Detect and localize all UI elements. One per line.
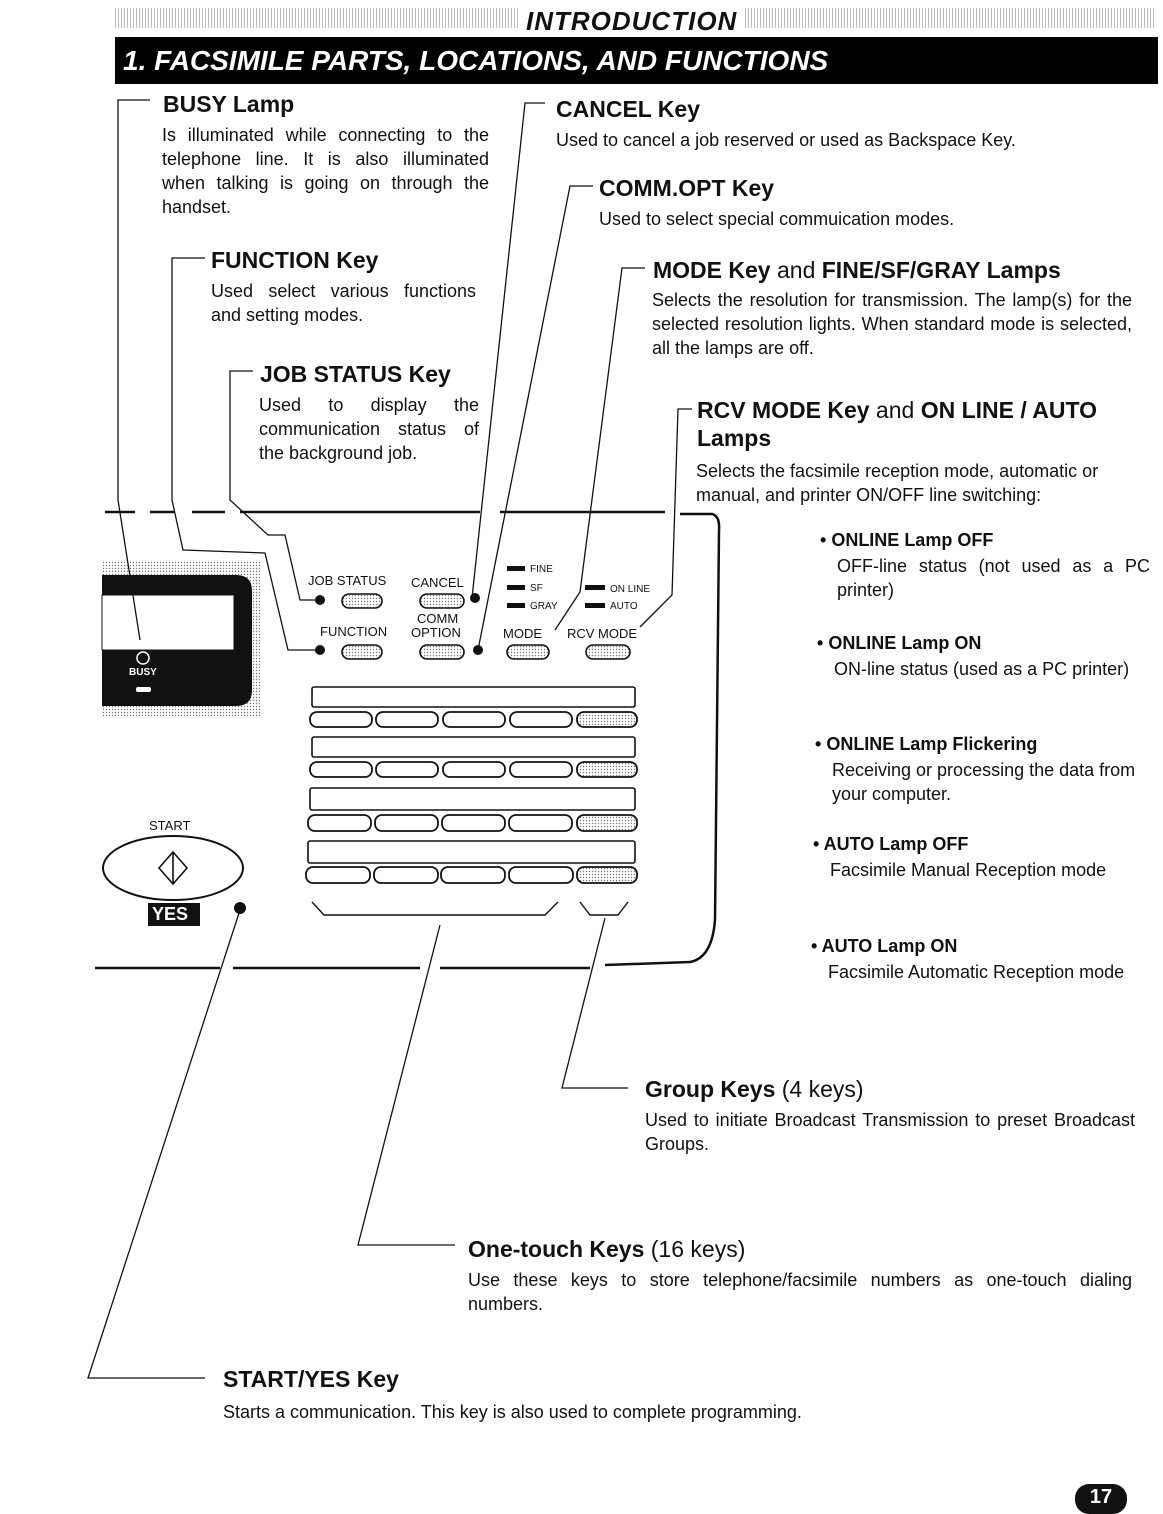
section-title: 1. FACSIMILE PARTS, LOCATIONS, AND FUNCT… xyxy=(115,37,1158,84)
bullet-desc: Receiving or processing the data from yo… xyxy=(832,760,1136,804)
online-auto-lamps-title: ON LINE / AUTO xyxy=(920,397,1098,423)
comm-opt-key-heading: COMM.OPT Key xyxy=(599,175,775,201)
page-number: 17 xyxy=(1075,1484,1127,1514)
panel-rcv-mode-label: RCV MODE xyxy=(567,626,638,641)
online-lamp-flickering-item: • ONLINE Lamp Flickering Receiving or pr… xyxy=(815,734,1150,806)
panel-job-status-label: JOB STATUS xyxy=(308,573,387,588)
panel-mode-label: MODE xyxy=(503,626,542,641)
lamp-auto-label: AUTO xyxy=(610,601,638,612)
rcv-mode-key-and: and xyxy=(869,397,921,423)
panel-comm-label: COMM xyxy=(417,611,459,626)
job-status-key-heading: JOB STATUS Key xyxy=(260,361,451,387)
bullet-title: • ONLINE Lamp OFF xyxy=(820,530,994,550)
function-key-desc: Used select various functions and settin… xyxy=(211,281,476,325)
bullet-desc: Facsimile Automatic Reception mode xyxy=(828,962,1125,982)
onetouch-keys-title: One-touch Keys xyxy=(468,1236,645,1262)
function-key-heading: FUNCTION Key xyxy=(211,247,379,273)
group-keys-title: Group Keys xyxy=(645,1076,776,1102)
start-yes-key-desc: Starts a communication. This key is also… xyxy=(223,1402,802,1422)
rcv-mode-lamps-word: Lamps xyxy=(697,425,772,451)
group-keys-count: (4 keys) xyxy=(775,1076,864,1102)
start-yes-key-heading: START/YES Key xyxy=(223,1366,399,1392)
yes-label: YES xyxy=(152,904,189,924)
bullet-title: • ONLINE Lamp ON xyxy=(817,633,982,653)
onetouch-keys-heading: One-touch Keys (16 keys) xyxy=(468,1236,745,1263)
bullet-title: • AUTO Lamp OFF xyxy=(813,834,969,854)
cancel-key-heading: CANCEL Key xyxy=(556,96,700,122)
rcv-mode-key-desc: Selects the facsimile reception mode, au… xyxy=(696,461,1099,505)
panel-function-label: FUNCTION xyxy=(320,624,388,639)
lamp-on-line-label: ON LINE xyxy=(610,584,651,595)
bullet-title: • ONLINE Lamp Flickering xyxy=(815,734,1038,754)
onetouch-keys-count: (16 keys) xyxy=(644,1236,746,1262)
bullet-desc: OFF-line status (not used as a PC printe… xyxy=(837,556,1150,600)
fine-sf-gray-lamps-title: FINE/SF/GRAY Lamps xyxy=(821,257,1061,283)
auto-lamp-on-item: • AUTO Lamp ON Facsimile Automatic Recep… xyxy=(811,936,1141,984)
lamp-gray-label: GRAY xyxy=(530,601,558,612)
bullet-desc: ON-line status (used as a PC printer) xyxy=(834,659,1130,679)
mode-key-and: and xyxy=(770,257,822,283)
rcv-mode-key-heading: RCV MODE Key and ON LINE / AUTO xyxy=(697,397,1097,424)
group-keys-desc: Used to initiate Broadcast Transmission … xyxy=(645,1110,1135,1154)
intro-title: INTRODUCTION xyxy=(520,6,744,37)
busy-lamp-desc: Is illuminated while connecting to the t… xyxy=(162,125,489,217)
lamp-fine-label: FINE xyxy=(530,564,553,575)
online-lamp-off-item: • ONLINE Lamp OFF OFF-line status (not u… xyxy=(820,530,1150,602)
lamp-sf-label: SF xyxy=(530,583,543,594)
bullet-title: • AUTO Lamp ON xyxy=(811,936,958,956)
panel-option-label: OPTION xyxy=(411,625,461,640)
comm-opt-key-desc: Used to select special commuication mode… xyxy=(599,209,955,229)
mode-key-title: MODE Key xyxy=(653,257,771,283)
onetouch-keys-desc: Use these keys to store telephone/facsim… xyxy=(468,1270,1132,1314)
online-lamp-on-item: • ONLINE Lamp ON ON-line status (used as… xyxy=(817,633,1150,681)
bullet-desc: Facsimile Manual Reception mode xyxy=(830,860,1107,880)
job-status-key-desc: Used to display the communication status… xyxy=(259,395,479,463)
auto-lamp-off-item: • AUTO Lamp OFF Facsimile Manual Recepti… xyxy=(813,834,1143,882)
rcv-mode-key-title: RCV MODE Key xyxy=(697,397,870,423)
panel-cancel-label: CANCEL xyxy=(411,575,464,590)
mode-key-heading: MODE Key and FINE/SF/GRAY Lamps xyxy=(653,257,1061,284)
start-label: START xyxy=(149,818,191,833)
mode-key-desc: Selects the resolution for transmission.… xyxy=(652,290,1132,358)
busy-lamp-heading: BUSY Lamp xyxy=(163,91,295,117)
cancel-key-desc: Used to cancel a job reserved or used as… xyxy=(556,130,1016,150)
group-keys-heading: Group Keys (4 keys) xyxy=(645,1076,864,1103)
busy-lamp-label: BUSY xyxy=(129,667,157,678)
